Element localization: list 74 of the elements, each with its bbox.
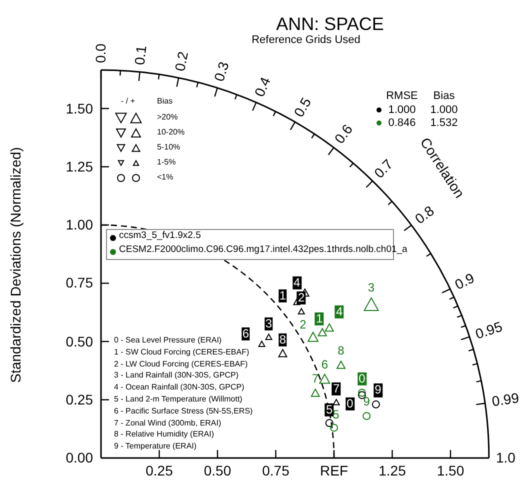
point-label: 9: [363, 395, 370, 409]
correlation-tick-label: 0.99: [490, 390, 520, 410]
axis-tick-label: 0.75: [66, 276, 93, 291]
point-label: 2: [300, 318, 306, 332]
axis-tick-label: 0.00: [66, 450, 93, 466]
axis-tick-label: 1.25: [378, 463, 406, 479]
variable-key: 5 - Land 2-m Temperature (Willmott): [114, 396, 242, 404]
table-header: Bias: [433, 90, 455, 102]
variable-key: 0 - Sea Level Pressure (ERAI): [114, 336, 222, 346]
axis-title: Standardized Deviations (Normalized): [8, 147, 24, 383]
axis-tick-label: 0.25: [146, 463, 173, 479]
point-label: 9: [374, 384, 382, 397]
legend-label: >20%: [157, 114, 178, 122]
point-label: 6: [321, 358, 328, 372]
point-label: 8: [338, 344, 344, 358]
table-value: 1.000: [430, 104, 458, 116]
axis-tick-label: 0.50: [204, 463, 232, 479]
point-label: 8: [278, 334, 288, 347]
correlation-tick-label: 0.9: [453, 270, 478, 293]
axis-tick-label: 1.50: [66, 100, 93, 116]
point-label: 7: [312, 372, 319, 386]
variable-key: 2 - LW Cloud Forcing (CERES-EBAF): [114, 360, 248, 369]
point-label: 3: [264, 317, 274, 330]
table-value: 0.846: [388, 116, 416, 130]
correlation-tick-label: 0.3: [212, 60, 233, 84]
legend-label: 1-5%: [157, 158, 176, 168]
legend-label: 10-20%: [157, 128, 185, 138]
axis-tick-label: 0.25: [66, 392, 93, 408]
table-value: 1.532: [430, 116, 458, 130]
variable-key: 1 - SW Cloud Forcing (CERES-EBAF): [114, 348, 250, 358]
point-label: 0: [358, 372, 366, 386]
variable-key: 7 - Zonal Wind (300mb, ERAI): [114, 419, 222, 428]
point-label: 6: [241, 327, 250, 340]
axis-tick-label: 1.25: [66, 159, 93, 174]
point-label: 4: [334, 304, 344, 318]
axis-tick-label: 1.50: [436, 463, 464, 479]
point-label: 3: [368, 282, 375, 295]
axis-tick-label: REF: [320, 463, 348, 479]
variable-key: 9 - Temperature (ERAI): [114, 442, 197, 452]
table-header: RMSE: [386, 90, 418, 102]
correlation-tick-label: 0.4: [252, 75, 274, 100]
correlation-tick-label: 0.7: [372, 156, 397, 182]
point-label: 5: [324, 403, 334, 417]
axis-tick-label: 0.75: [262, 463, 290, 479]
table-value: 1.000: [388, 104, 416, 116]
correlation-tick-label: 0.8: [412, 203, 438, 228]
chart-title: ANN: SPACE: [276, 15, 384, 35]
point-label: 2: [297, 292, 306, 305]
legend-header: Bias: [157, 98, 173, 106]
correlation-tick-label: 0.1: [132, 44, 150, 66]
correlation-tick-label: 0.5: [292, 95, 315, 120]
point-label: 1: [315, 312, 324, 326]
correlation-tick-label: 0.2: [172, 50, 192, 73]
correlation-tick-label: 1.0: [496, 450, 516, 466]
variable-key: 8 - Relative Humidity (ERAI): [114, 431, 214, 440]
legend-header: - / +: [121, 98, 135, 106]
point-label: 1: [278, 289, 288, 302]
legend-label: 5-10%: [157, 144, 180, 152]
legend-label: CESM2.F2000climo.C96.C96.mg17.intel.432pes.1thrds.nolb.ch01_a: [119, 245, 408, 256]
variable-key: 4 - Ocean Rainfall (30N-30S, GPCP): [114, 384, 244, 393]
point-label: 0: [346, 397, 354, 411]
axis-tick-label: 1.00: [66, 217, 93, 233]
correlation-tick-label: 0.6: [332, 122, 356, 147]
variable-key: 6 - Pacific Surface Stress (5N-5S,ERS): [114, 407, 253, 416]
point-label: 5: [332, 408, 340, 422]
axis-tick-label: 0.50: [66, 334, 93, 350]
legend-label: <1%: [157, 174, 174, 182]
correlation-tick-label: 0.95: [474, 318, 504, 342]
legend-label: ccsm3_5_fv1.9x2.5: [119, 231, 201, 242]
subtitle: Reference Grids Used: [252, 34, 360, 46]
correlation-tick-label: 0.0: [93, 44, 109, 64]
point-label: 7: [332, 382, 341, 396]
variable-key: 3 - Land Rainfall (30N-30S, GPCP): [114, 372, 238, 381]
point-label: 4: [292, 276, 302, 290]
